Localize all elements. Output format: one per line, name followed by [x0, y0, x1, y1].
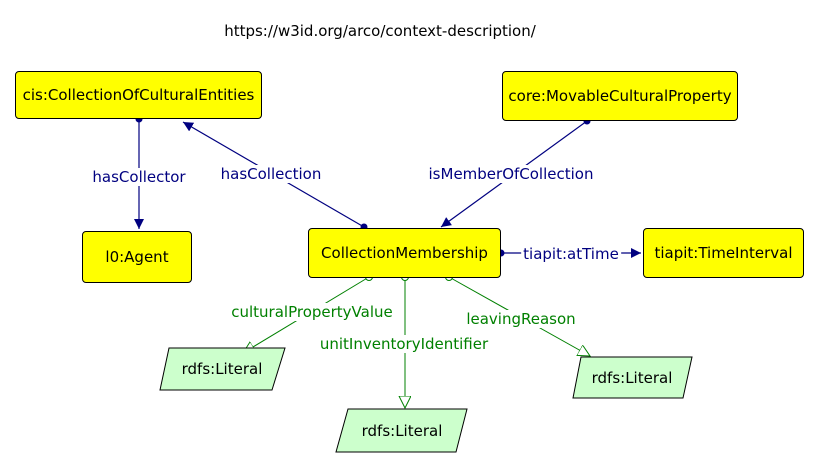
label-has-collector: hasCollector [90, 168, 188, 186]
label-cultural-property-value: culturalPropertyValue [229, 303, 395, 321]
label-at-time: tiapit:atTime [521, 245, 621, 263]
node-collection-of-cultural-entities: cis:CollectionOfCulturalEntities [15, 71, 262, 119]
literal-right-label: rdfs:Literal [591, 369, 673, 387]
literal-center-label: rdfs:Literal [361, 422, 443, 440]
node-collection-membership: CollectionMembership [308, 228, 501, 278]
node-agent: l0:Agent [82, 231, 192, 283]
literal-center-shape [335, 408, 468, 453]
literal-left-shape [159, 347, 286, 391]
node-time-interval: tiapit:TimeInterval [643, 228, 804, 278]
label-unit-inventory-identifier: unitInventoryIdentifier [317, 335, 491, 353]
ontology-url: https://w3id.org/arco/context-descriptio… [224, 22, 536, 40]
node-movable-cultural-property: core:MovableCulturalProperty [502, 71, 738, 121]
literal-right-shape [572, 356, 693, 399]
label-has-collection: hasCollection [218, 165, 324, 183]
literal-left-label: rdfs:Literal [181, 360, 263, 378]
label-leaving-reason: leavingReason [464, 310, 578, 328]
label-is-member-of-collection: isMemberOfCollection [426, 165, 596, 183]
